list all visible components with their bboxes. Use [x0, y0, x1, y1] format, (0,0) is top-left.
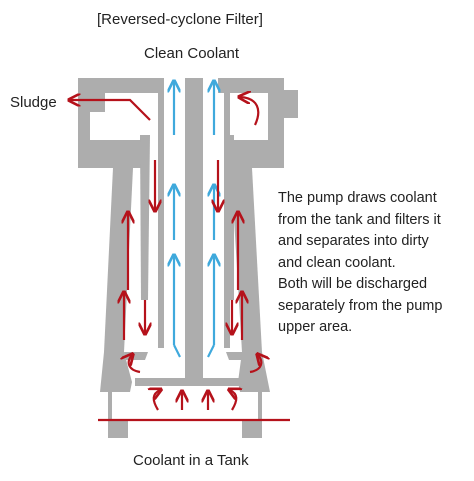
center-rod: [185, 78, 203, 378]
inlet-curve-right: [230, 390, 236, 411]
central-tube-left-wall: [158, 78, 164, 348]
sludge-curl-right: [240, 97, 260, 126]
clean-flow-arrows: [173, 82, 215, 358]
description-line: separately from the pump: [278, 297, 443, 314]
coolant-in-tank-label: Coolant in a Tank: [133, 452, 249, 469]
central-tube-right-wall: [224, 78, 230, 348]
housing-right-base: [238, 352, 270, 438]
clean-return-right: [207, 344, 215, 358]
sludge-label: Sludge: [10, 94, 57, 111]
housing-left-lip: [124, 352, 148, 360]
housing-left-cone: [140, 135, 150, 300]
housing-right-lip: [226, 352, 242, 360]
sludge-exit-arrow: [70, 100, 151, 121]
description-line: and separates into dirty: [278, 233, 429, 249]
description-line: The pump draws coolant: [278, 190, 437, 206]
filter-housing: [78, 78, 298, 438]
inlet-curve-left: [154, 390, 160, 411]
dirty-flow-arrows: [70, 97, 290, 422]
clean-return-left: [173, 344, 181, 358]
bottom-disk: [135, 378, 255, 386]
housing-right-wall: [231, 168, 262, 352]
clean-coolant-label: Clean Coolant: [144, 45, 240, 62]
inlet-curl-left: [129, 355, 141, 374]
diagram-title: [Reversed-cyclone Filter]: [97, 11, 263, 28]
inlet-curl-right: [249, 355, 261, 374]
housing-left-base: [100, 352, 132, 438]
description-line: from the tank and filters it: [278, 211, 441, 228]
description-line: upper area.: [278, 319, 353, 335]
housing-right-top: [218, 78, 298, 168]
description-line: and clean coolant.: [278, 254, 396, 271]
description-text: The pump draws coolant from the tank and…: [278, 188, 474, 339]
description-line: Both will be discharged: [278, 276, 428, 292]
